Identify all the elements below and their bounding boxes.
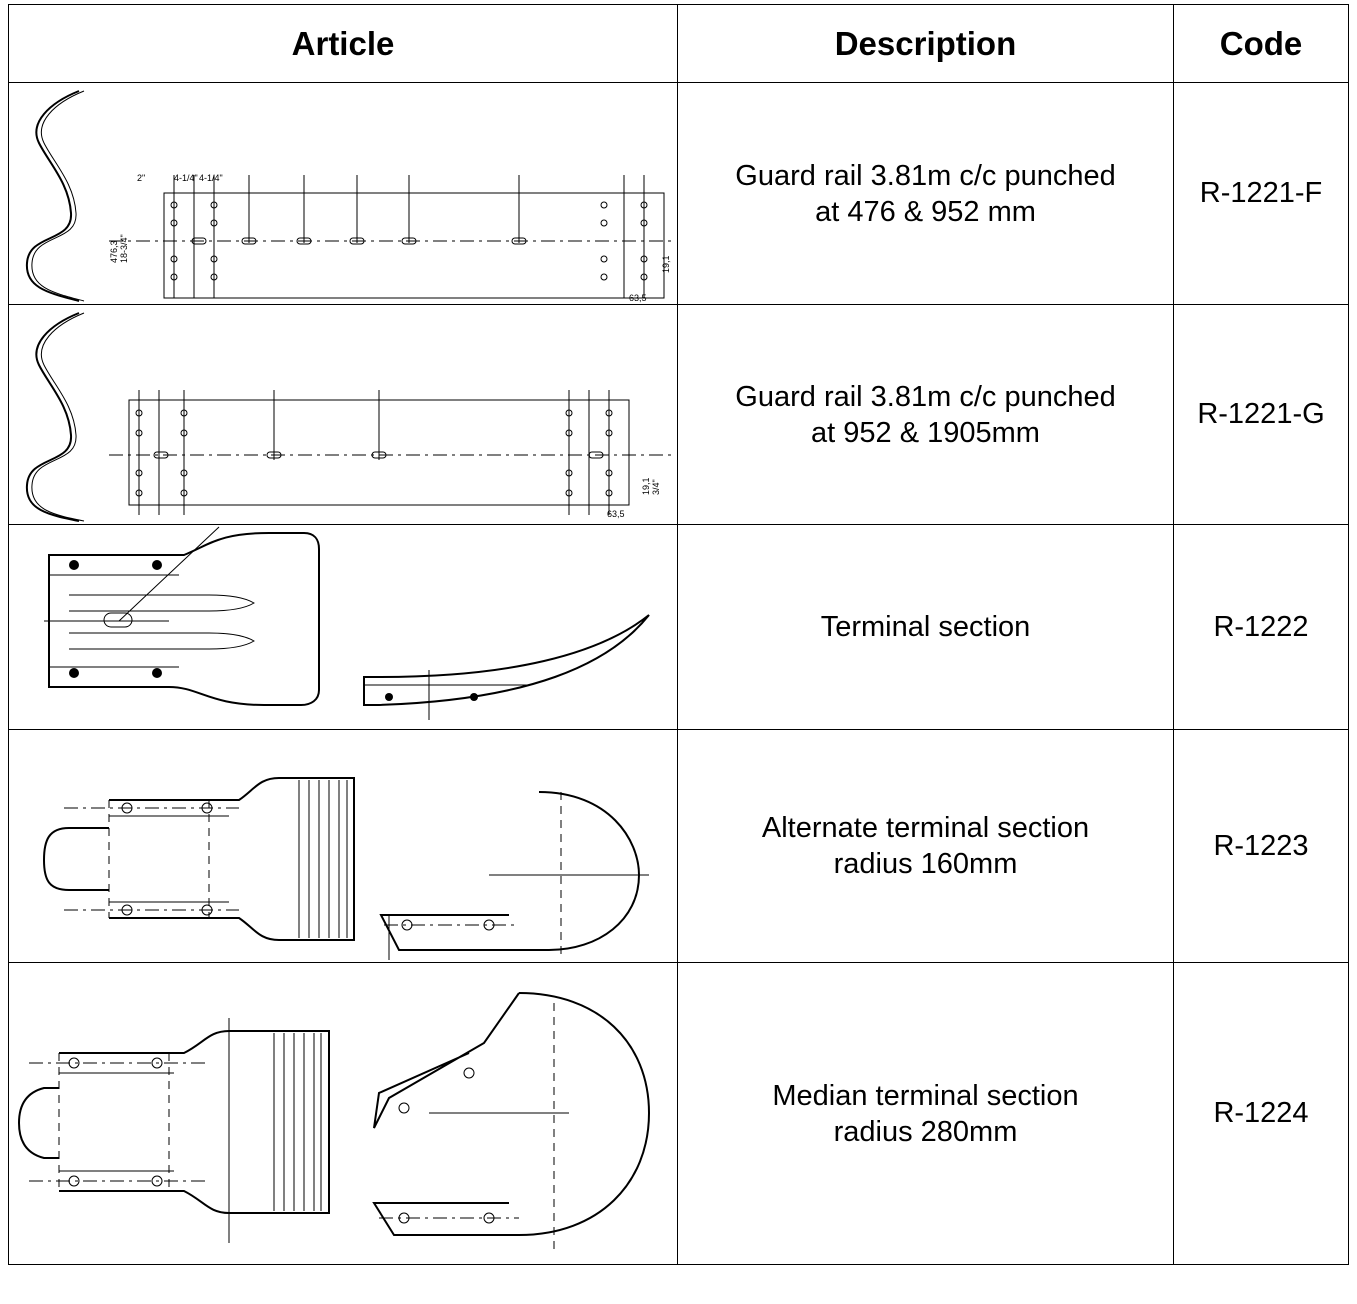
description-cell: Terminal section <box>677 524 1174 730</box>
table-row: Alternate terminal section radius 160mm … <box>8 729 1349 963</box>
description-line: at 476 & 952 mm <box>815 195 1036 228</box>
code-cell: R-1221-G <box>1173 304 1349 525</box>
table-row: 19,1 3/4" 63,5 Guard rail 3.81m c/c punc… <box>8 304 1349 525</box>
article-drawing-alternate-terminal <box>8 729 678 963</box>
description-cell: Alternate terminal section radius 160mm <box>677 729 1174 963</box>
description-line: at 952 & 1905mm <box>811 416 1040 449</box>
code-cell: R-1224 <box>1173 962 1349 1265</box>
description-line: Terminal section <box>820 611 1031 643</box>
header-article: Article <box>8 4 678 83</box>
article-drawing-guard-rail-f: 2" 4-1/4" 4-1/4" 476,3 18-3/4" 19,1 63,5 <box>8 82 678 305</box>
description-line: Guard rail 3.81m c/c punched <box>735 159 1116 192</box>
dim-label: 4-1/4" <box>199 173 223 183</box>
dim-label: 63,5 <box>629 293 647 303</box>
median-terminal-drawing <box>17 992 651 1253</box>
guard-rail-drawing: 19,1 3/4" 63,5 <box>25 312 674 522</box>
description-line: Guard rail 3.81m c/c punched <box>735 380 1116 413</box>
description-cell: Median terminal section radius 280mm <box>677 962 1174 1265</box>
product-table: Article Description Code 2" 4-1/4" 4-1/4… <box>8 4 1349 1265</box>
article-drawing-median-terminal <box>8 962 678 1265</box>
description-cell: Guard rail 3.81m c/c punched at 476 & 95… <box>677 82 1174 305</box>
guard-rail-drawing: 2" 4-1/4" 4-1/4" 476,3 18-3/4" 19,1 63,5 <box>25 90 674 303</box>
dim-label: 3/4" <box>651 479 661 495</box>
description-line: radius 160mm <box>833 848 1018 880</box>
article-drawing-guard-rail-g: 19,1 3/4" 63,5 <box>8 304 678 525</box>
table-row: Terminal section R-1222 <box>8 524 1349 730</box>
dim-label: 18-3/4" <box>119 234 129 263</box>
dim-label: 4-1/4" <box>174 173 198 183</box>
dim-label: 476,3 <box>109 240 119 263</box>
article-drawing-terminal-section <box>8 524 678 730</box>
header-row: Article Description Code <box>8 4 1349 83</box>
description-line: Alternate terminal section <box>761 812 1090 844</box>
alternate-terminal-drawing <box>42 777 649 960</box>
dim-label: 63,5 <box>607 509 625 519</box>
description-line: radius 280mm <box>833 1115 1018 1148</box>
dim-label: 19,1 <box>661 255 671 273</box>
terminal-section-drawing <box>44 526 650 720</box>
description-line: Median terminal section <box>772 1079 1079 1112</box>
header-code: Code <box>1173 4 1349 83</box>
header-description: Description <box>677 4 1174 83</box>
code-cell: R-1223 <box>1173 729 1349 963</box>
table-row: 2" 4-1/4" 4-1/4" 476,3 18-3/4" 19,1 63,5 <box>8 82 1349 305</box>
dim-label: 19,1 <box>641 477 651 495</box>
code-cell: R-1222 <box>1173 524 1349 730</box>
code-cell: R-1221-F <box>1173 82 1349 305</box>
dim-label: 2" <box>137 173 145 183</box>
description-cell: Guard rail 3.81m c/c punched at 952 & 19… <box>677 304 1174 525</box>
table-row: Median terminal section radius 280mm R-1… <box>8 962 1349 1265</box>
